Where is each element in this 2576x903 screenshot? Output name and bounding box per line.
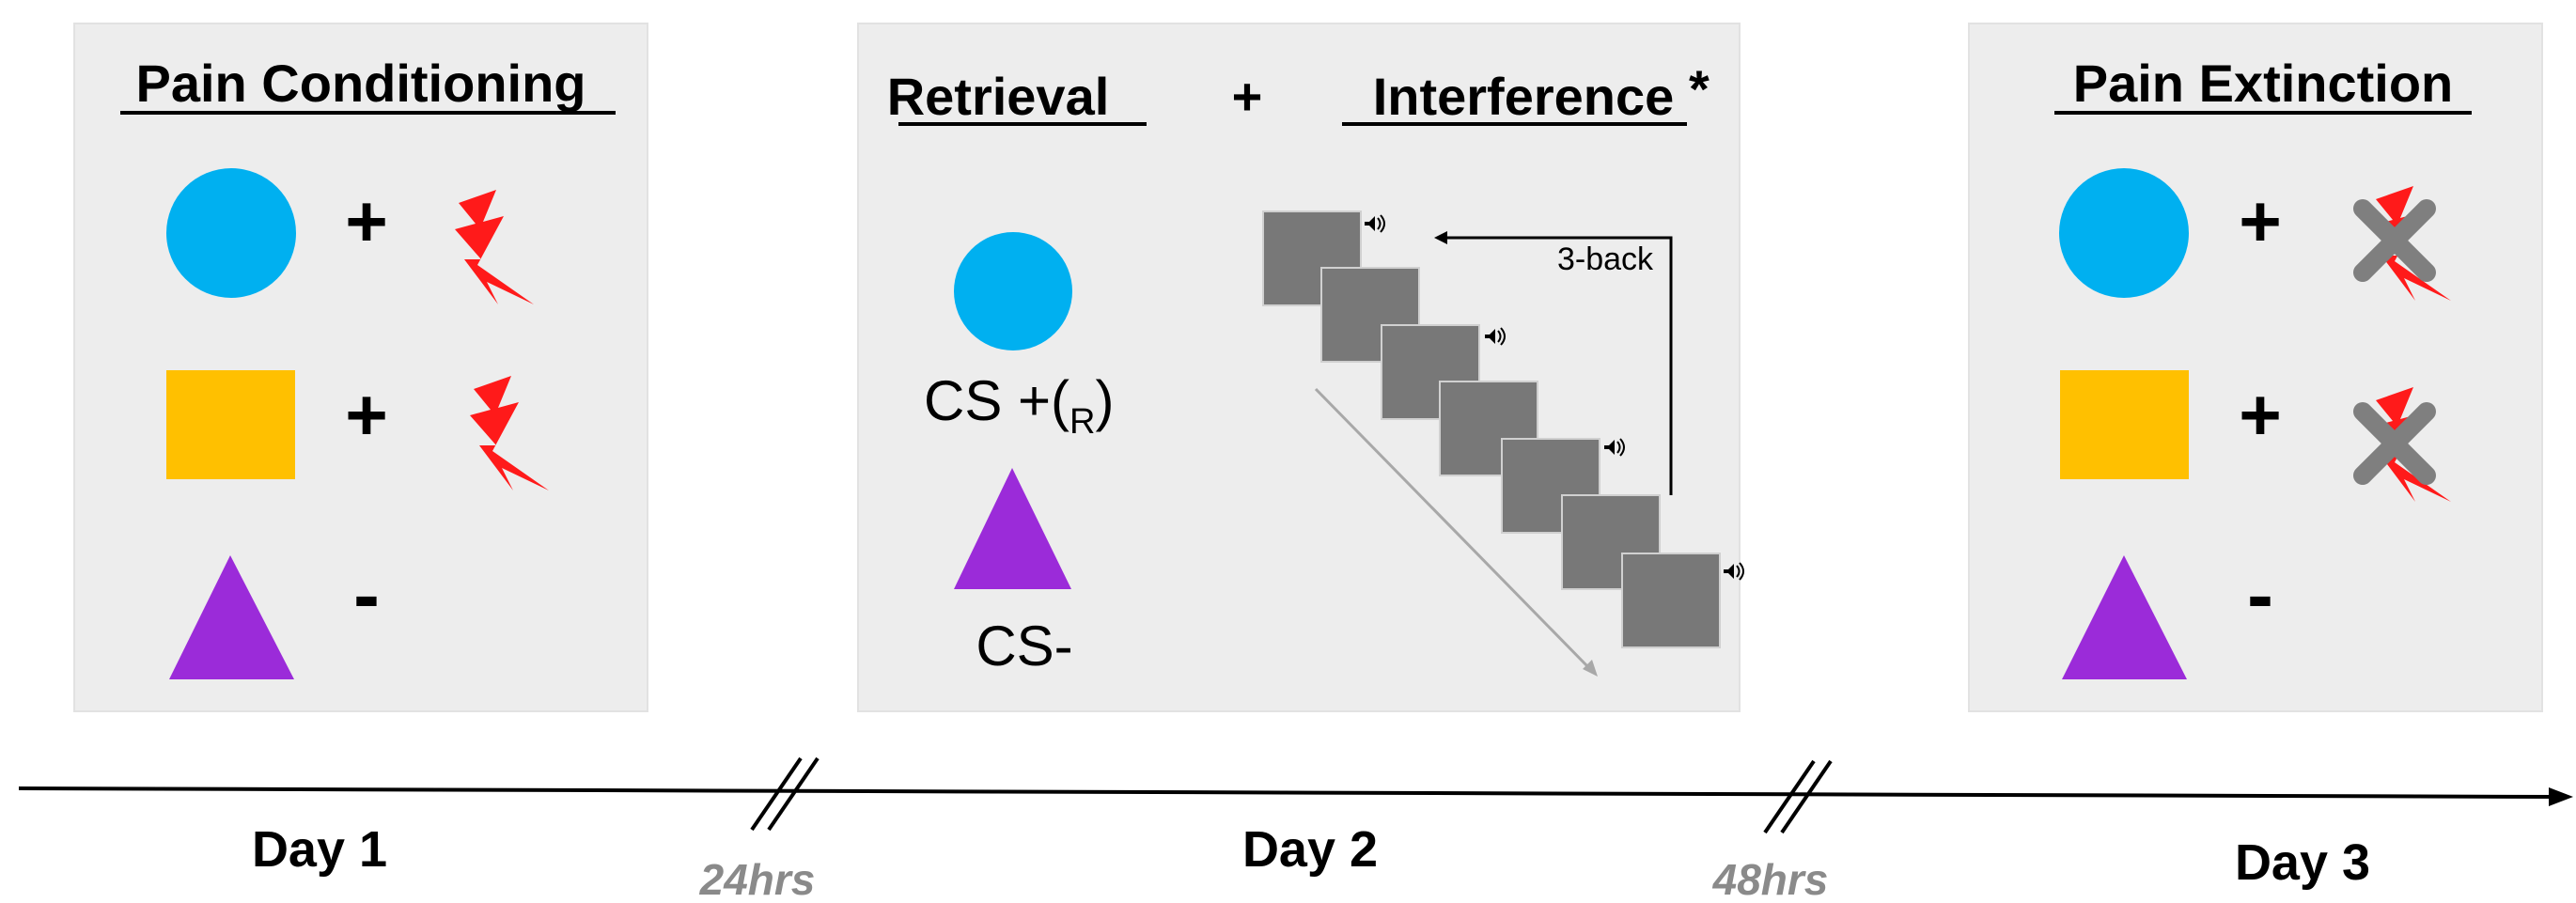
- triangle-cs-icon: [954, 468, 1071, 589]
- panel-day2: Retrieval + Interference * CS +(R) CS-: [857, 23, 1744, 712]
- screen-stimulus-icon: [1621, 553, 1721, 648]
- timeline-arrow-line: [18, 786, 2555, 799]
- day1-label: Day 1: [252, 821, 387, 878]
- sequence-direction-line: [1314, 387, 1590, 669]
- plus-sign: +: [2239, 373, 2282, 456]
- cs-plus-label: CS +(R): [924, 369, 1114, 442]
- panel-day1-title: Pain Conditioning: [135, 54, 585, 113]
- panel-day3-background: [1968, 23, 2543, 712]
- day2-label: Day 2: [1242, 821, 1378, 878]
- break-mark-icon: [750, 756, 820, 832]
- timeline-arrow-icon: [2549, 787, 2573, 806]
- panel-day3-title: Pain Extinction: [2073, 54, 2454, 113]
- cs-minus-label: CS-: [976, 615, 1072, 677]
- triangle-cs-icon: [2062, 555, 2187, 679]
- nback-arrowhead-icon: [1434, 231, 1447, 244]
- square-cs-icon: [2060, 370, 2189, 479]
- gap2-label: 48hrs: [1712, 855, 1829, 903]
- gap1-label: 24hrs: [699, 855, 816, 903]
- circle-cs-icon: [954, 232, 1072, 350]
- nback-label: 3-back: [1557, 241, 1654, 277]
- sequence-arrowhead-icon: [1583, 660, 1598, 677]
- triangle-cs-icon: [169, 555, 294, 679]
- cs-plus-close: ): [1096, 369, 1115, 432]
- crossed-shock-icon: [2353, 186, 2451, 301]
- minus-sign: -: [2247, 551, 2273, 639]
- crossed-shock-icon: [2353, 387, 2451, 502]
- day3-label: Day 3: [2235, 834, 2370, 891]
- circle-cs-icon: [166, 168, 296, 298]
- panel-day2-background: [857, 23, 1741, 712]
- panel-day1-background: [73, 23, 648, 712]
- plus-sign: +: [2239, 179, 2282, 262]
- panel-day3: Pain Extinction + + -: [1968, 23, 2543, 712]
- interference-asterisk: *: [1689, 59, 1710, 118]
- break-mark-icon: [1763, 759, 1833, 834]
- nback-bracket-line: [1442, 236, 1673, 495]
- retrieval-title: Retrieval: [887, 67, 1110, 126]
- panel-day1: Pain Conditioning + + -: [73, 23, 648, 712]
- circle-cs-icon: [2059, 168, 2189, 298]
- plus-sign: +: [345, 179, 388, 262]
- title-plus-sign: +: [1232, 67, 1263, 126]
- plus-sign: +: [345, 373, 388, 456]
- square-cs-icon: [166, 370, 295, 479]
- cs-plus-subscript: R: [1069, 402, 1095, 442]
- timeline: Day 1 24hrs Day 2 48hrs Day 3: [18, 756, 2573, 903]
- minus-sign: -: [353, 551, 380, 639]
- cs-plus-main: CS +(: [924, 369, 1069, 432]
- interference-title: Interference: [1373, 67, 1675, 126]
